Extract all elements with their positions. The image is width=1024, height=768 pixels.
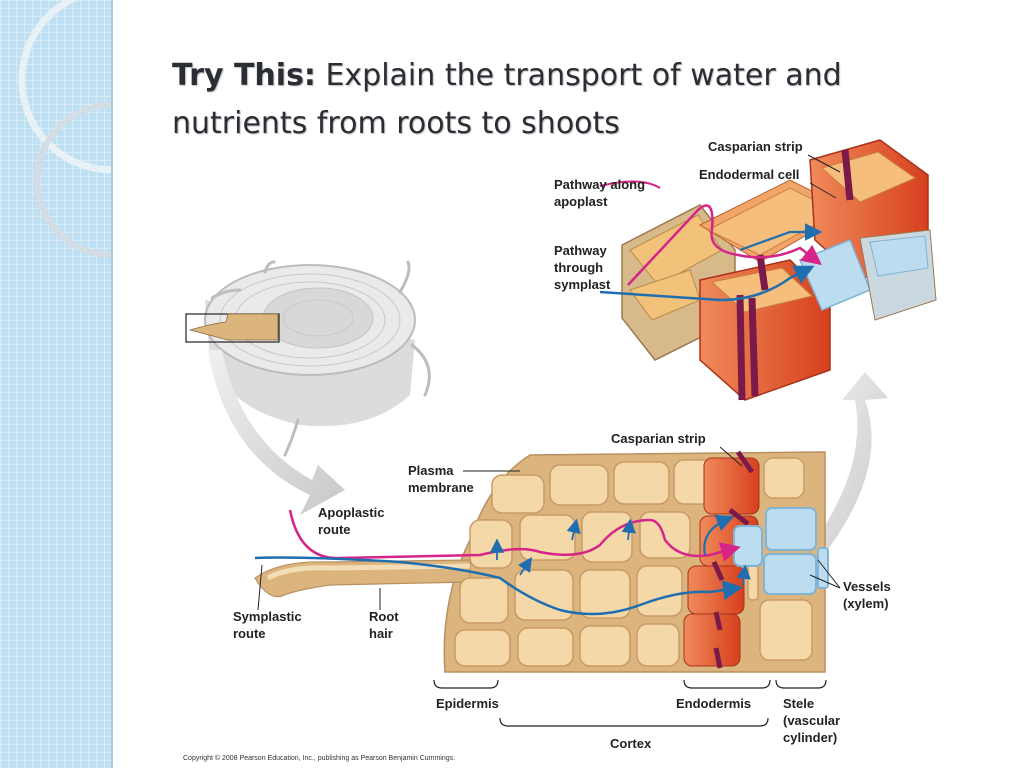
- endodermal-cell-label: Endodermal cell: [699, 167, 799, 182]
- epidermis-label: Epidermis: [436, 696, 499, 711]
- plasma-membrane-label-1: Plasma: [408, 463, 454, 478]
- casparian-strip-top-label: Casparian strip: [708, 139, 803, 154]
- root-hair-label-1: Root: [369, 609, 399, 624]
- root-hair-label-2: hair: [369, 626, 393, 641]
- pathway-symplast-label-2: through: [554, 260, 603, 275]
- apoplastic-route-label-1: Apoplastic: [318, 505, 384, 520]
- endodermis-3d-block: [599, 139, 937, 401]
- slide-title: Try This: Explain the transport of water…: [172, 52, 932, 148]
- symplastic-route-label-2: route: [233, 626, 266, 641]
- root-tissue-detail: [254, 450, 829, 673]
- tissue-brackets: [433, 679, 827, 727]
- plasma-membrane-label-2: membrane: [408, 480, 474, 495]
- decorative-sidebar: [0, 0, 113, 768]
- slide-title-text: Explain the transport of water and nutri…: [172, 58, 842, 141]
- pathway-symplast-label-1: Pathway: [554, 243, 608, 258]
- pathway-apoplast-label-2: apoplast: [554, 194, 608, 209]
- endodermis-label: Endodermis: [676, 696, 751, 711]
- cortex-label: Cortex: [610, 736, 652, 751]
- pathway-apoplast-label-1: Pathway along: [554, 177, 645, 192]
- vessels-label-1: Vessels: [843, 579, 891, 594]
- pathway-symplast-label-3: symplast: [554, 277, 611, 292]
- copyright-notice: Copyright © 2008 Pearson Education, Inc.…: [183, 754, 455, 762]
- zoom-arrow: [208, 350, 345, 515]
- zoom-arrow: [808, 372, 888, 560]
- casparian-strip-bottom-label: Casparian strip: [611, 431, 706, 446]
- symplastic-route-label-1: Symplastic: [233, 609, 302, 624]
- stele-label-2: (vascular: [783, 713, 840, 728]
- stele-label-3: cylinder): [783, 730, 837, 745]
- vessels-label-2: (xylem): [843, 596, 889, 611]
- symplastic-route-line: [254, 556, 743, 616]
- stele-label-1: Stele: [783, 696, 814, 711]
- root-cross-section: [185, 260, 431, 457]
- apoplastic-route-label-2: route: [318, 522, 351, 537]
- slide-title-lead: Try This:: [172, 58, 316, 93]
